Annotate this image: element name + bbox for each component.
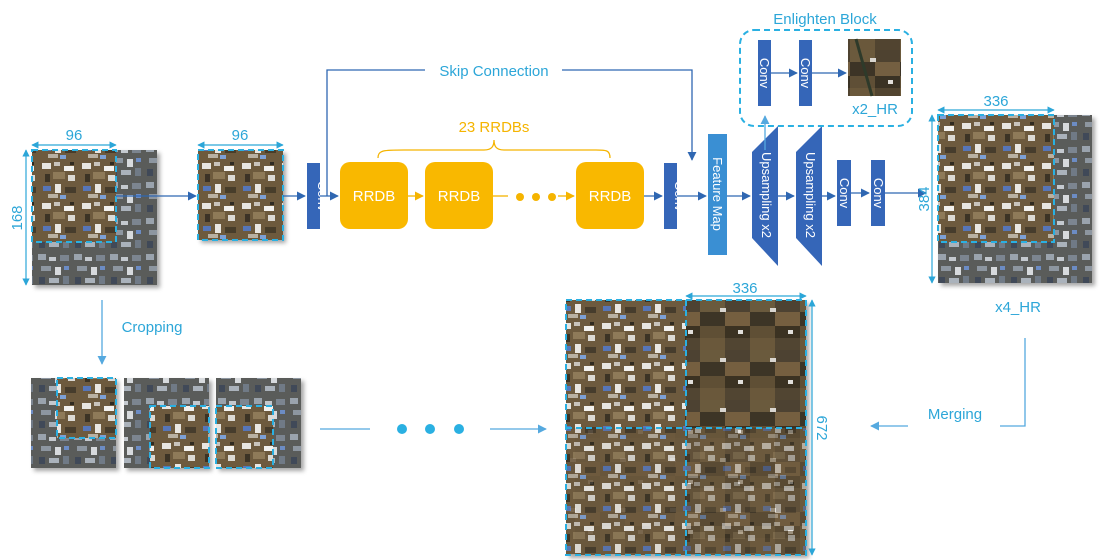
svg-text:Conv: Conv xyxy=(798,58,813,89)
upsampling-block-2: Upsampling x2 xyxy=(796,126,822,266)
crop-thumb-3 xyxy=(215,378,301,469)
enlighten-block: Enlighten Block xyxy=(739,11,913,127)
input-height-dimension: 168 xyxy=(9,149,30,286)
output-width-dimension: 336 xyxy=(937,93,1055,114)
svg-text:RRDB: RRDB xyxy=(353,188,396,205)
x4-hr-image: x4_HR xyxy=(937,114,1092,316)
merged-height-dimension: 672 xyxy=(808,299,830,556)
svg-text:336: 336 xyxy=(983,93,1008,110)
svg-text:Upsampling x2: Upsampling x2 xyxy=(759,152,774,238)
rrdb-ellipsis xyxy=(516,193,556,201)
svg-text:336: 336 xyxy=(732,280,757,297)
feature-map-block: Feature Map xyxy=(708,134,727,255)
rrdb-block-23: RRDB xyxy=(576,162,644,229)
enlighten-conv-2: Conv xyxy=(798,40,813,106)
cropped-patch xyxy=(197,149,284,241)
svg-text:RRDB: RRDB xyxy=(589,188,632,205)
merged-image xyxy=(565,299,807,556)
svg-text:Conv: Conv xyxy=(871,178,886,209)
svg-text:Feature Map: Feature Map xyxy=(710,157,725,231)
upsampling-block-1: Upsampling x2 xyxy=(752,126,778,266)
arrow-merging-path xyxy=(1000,338,1026,427)
crop-width-dimension: 96 xyxy=(197,127,284,149)
patch-ellipsis xyxy=(397,424,464,434)
rrdb-brace: 23 RRDBs xyxy=(377,119,611,159)
merging-label: Merging xyxy=(928,406,982,423)
svg-text:x2_HR: x2_HR xyxy=(852,101,898,118)
crop-thumb-2 xyxy=(124,378,210,469)
svg-text:Upsampling x2: Upsampling x2 xyxy=(803,152,818,238)
svg-text:168: 168 xyxy=(9,205,26,230)
svg-text:Conv: Conv xyxy=(837,178,852,209)
svg-text:96: 96 xyxy=(232,127,249,144)
conv-block-4: Conv xyxy=(871,160,886,226)
output-height-dimension: 384 xyxy=(916,114,936,284)
svg-text:96: 96 xyxy=(66,127,83,144)
input-image xyxy=(31,149,157,285)
svg-text:x4_HR: x4_HR xyxy=(995,299,1041,316)
svg-text:384: 384 xyxy=(916,186,933,211)
cropping-label: Cropping xyxy=(122,319,183,336)
x2-hr-image: x2_HR xyxy=(848,38,901,118)
rrdb-block-1: RRDB xyxy=(340,162,408,229)
svg-text:672: 672 xyxy=(813,415,830,440)
svg-text:Skip Connection: Skip Connection xyxy=(439,63,548,80)
svg-text:Enlighten Block: Enlighten Block xyxy=(773,11,877,28)
skip-connection: Skip Connection xyxy=(326,63,697,196)
conv-block-3: Conv xyxy=(837,160,852,226)
svg-text:RRDB: RRDB xyxy=(438,188,481,205)
svg-text:Conv: Conv xyxy=(757,58,772,89)
enlighten-conv-1: Conv xyxy=(757,40,772,106)
svg-text:23 RRDBs: 23 RRDBs xyxy=(459,119,530,136)
rrdb-block-2: RRDB xyxy=(425,162,493,229)
merged-width-dimension: 336 xyxy=(685,280,807,300)
crop-thumb-1 xyxy=(31,377,117,468)
input-width-dimension: 96 xyxy=(31,127,117,149)
